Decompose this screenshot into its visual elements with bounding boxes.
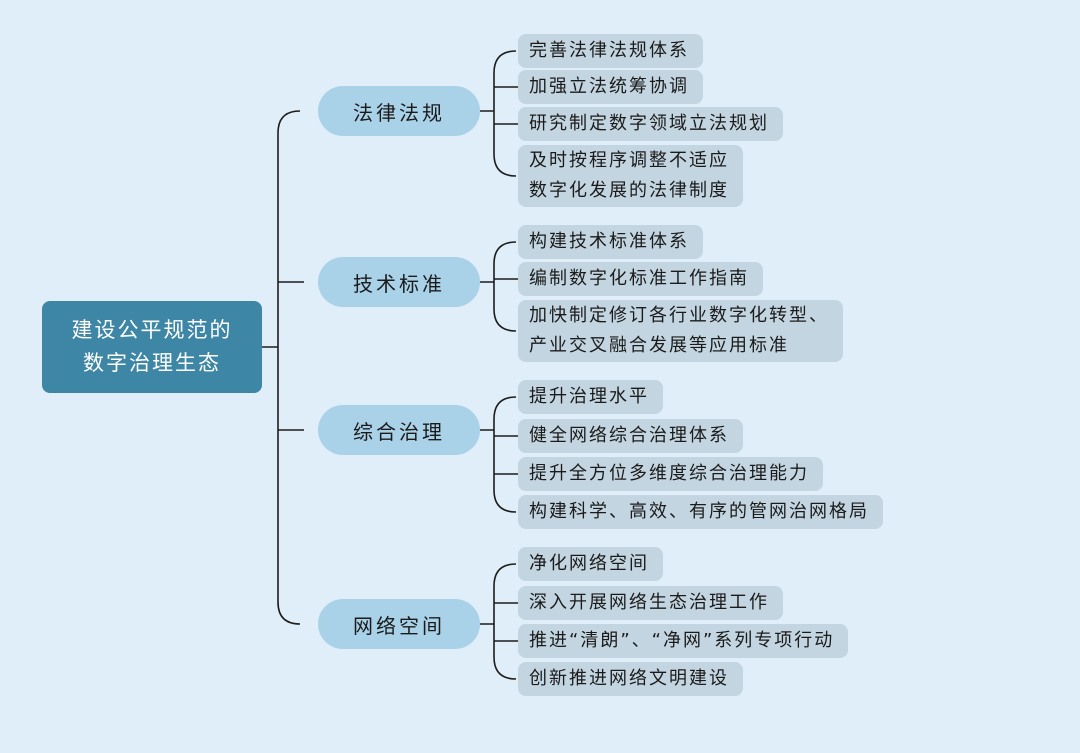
- leaf-node: 加快制定修订各行业数字化转型、 产业交叉融合发展等应用标准: [518, 300, 843, 362]
- leaf-node: 提升治理水平: [518, 380, 663, 414]
- root-node: 建设公平规范的 数字治理生态: [42, 301, 262, 393]
- category-node-cyberspace: 网络空间: [318, 599, 480, 649]
- leaf-line: 净化网络空间: [529, 553, 649, 574]
- category-node-standards: 技术标准: [318, 257, 480, 307]
- leaf-node: 及时按程序调整不适应 数字化发展的法律制度: [518, 145, 743, 207]
- leaf-line: 健全网络综合治理体系: [529, 425, 729, 446]
- cyberspace-connector: [480, 563, 517, 680]
- leaf-line: 推进“清朗”、“净网”系列专项行动: [529, 630, 835, 651]
- leaf-node: 编制数字化标准工作指南: [518, 262, 763, 296]
- leaf-node: 完善法律法规体系: [518, 34, 703, 68]
- category-label: 综合治理: [353, 419, 445, 444]
- root-line-2: 数字治理生态: [83, 351, 221, 375]
- leaf-line: 编制数字化标准工作指南: [529, 268, 749, 289]
- leaf-node: 推进“清朗”、“净网”系列专项行动: [518, 624, 849, 658]
- leaf-node: 构建科学、高效、有序的管网治网格局: [518, 495, 883, 529]
- leaf-node: 研究制定数字领域立法规划: [518, 107, 783, 141]
- leaf-node: 健全网络综合治理体系: [518, 419, 743, 453]
- law-connector: [480, 50, 517, 177]
- leaf-line: 构建科学、高效、有序的管网治网格局: [529, 501, 869, 522]
- category-node-governance: 综合治理: [318, 405, 480, 455]
- leaf-line: 提升治理水平: [529, 386, 649, 407]
- leaf-node: 创新推进网络文明建设: [518, 662, 743, 696]
- leaf-node: 提升全方位多维度综合治理能力: [518, 457, 823, 491]
- category-label: 技术标准: [353, 271, 445, 296]
- leaf-line: 创新推进网络文明建设: [529, 668, 729, 689]
- leaf-line: 研究制定数字领域立法规划: [529, 113, 769, 134]
- governance-connector: [480, 396, 517, 513]
- leaf-line: 数字化发展的法律制度: [529, 180, 729, 201]
- root-connector: [262, 110, 301, 625]
- leaf-line: 深入开展网络生态治理工作: [529, 592, 769, 613]
- leaf-line: 完善法律法规体系: [529, 40, 689, 61]
- category-label: 法律法规: [353, 100, 445, 125]
- leaf-line: 提升全方位多维度综合治理能力: [529, 463, 809, 484]
- leaf-line: 加快制定修订各行业数字化转型、: [529, 305, 829, 326]
- category-node-law: 法律法规: [318, 86, 480, 136]
- leaf-line: 构建技术标准体系: [529, 231, 689, 252]
- leaf-node: 深入开展网络生态治理工作: [518, 586, 783, 620]
- standards-connector: [480, 241, 517, 332]
- root-line-1: 建设公平规范的: [71, 318, 233, 342]
- leaf-node: 净化网络空间: [518, 547, 663, 581]
- category-label: 网络空间: [353, 613, 445, 638]
- leaf-line: 产业交叉融合发展等应用标准: [529, 335, 789, 356]
- leaf-node: 构建技术标准体系: [518, 225, 703, 259]
- leaf-line: 加强立法统筹协调: [529, 76, 689, 97]
- leaf-node: 加强立法统筹协调: [518, 70, 703, 104]
- leaf-line: 及时按程序调整不适应: [529, 150, 729, 171]
